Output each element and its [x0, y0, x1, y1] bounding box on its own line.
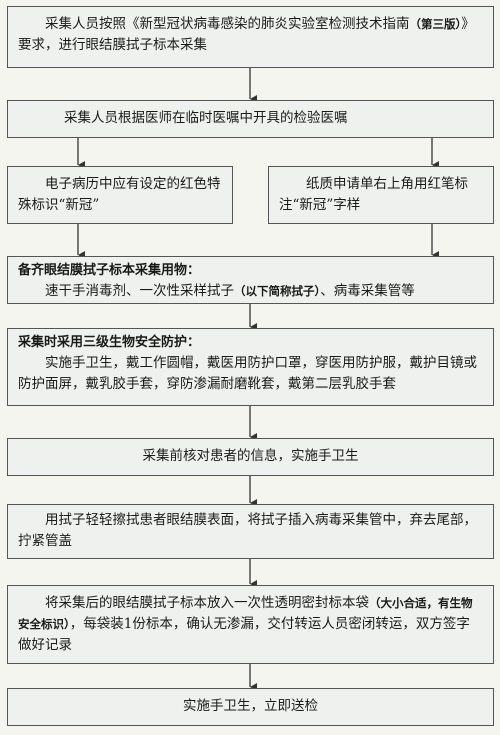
- step-5-box: 采集时采用三级生物安全防护： 实施手卫生，戴工作圆帽，戴医用防护口罩，穿医用防护…: [7, 328, 494, 406]
- step-7-text: 用拭子轻轻擦拭患者眼结膜表面，将拭子插入病毒采集管中，弃去尾部，拧紧管盖: [18, 512, 477, 549]
- step-6-text: 采集前核对患者的信息，实施手卫生: [142, 448, 359, 464]
- step-4-text-c: 、病毒采集管等: [320, 283, 415, 299]
- step-5-text: 实施手卫生，戴工作圆帽，戴医用防护口罩，穿医用防护服，戴护目镜或防护面屏，戴乳胶…: [18, 355, 477, 392]
- step-3-left-text: 电子病历中应有设定的红色特殊标识“新冠”: [18, 176, 221, 213]
- step-2-box: 采集人员根据医师在临时医嘱中开具的检验医嘱: [7, 100, 494, 138]
- step-3-left-box: 电子病历中应有设定的红色特殊标识“新冠”: [7, 166, 233, 224]
- step-2-text: 采集人员根据医师在临时医嘱中开具的检验医嘱: [64, 110, 348, 126]
- step-1-text-c: 》要求，进行眼结膜拭子标本采集: [18, 16, 475, 53]
- step-8-text-c: ，每袋装1份标本，确认无渗漏，交付转运人员密闭转运，双方签字做好记录: [18, 616, 470, 653]
- step-4-box: 备齐眼结膜拭子标本采集用物： 速干手消毒剂、一次性采样拭子（以下简称拭子）、病毒…: [7, 256, 494, 304]
- step-8-text-b: （大小合适，有生物安全标识）: [18, 596, 473, 631]
- step-3-right-box: 纸质申请单右上角用红笔标注“新冠”字样: [268, 166, 494, 224]
- step-6-box: 采集前核对患者的信息，实施手卫生: [7, 438, 494, 476]
- step-3-right-text: 纸质申请单右上角用红笔标注“新冠”字样: [279, 176, 468, 213]
- step-8-text-a: 将采集后的眼结膜拭子标本放入一次性透明密封标本袋: [45, 595, 369, 611]
- step-9-box: 实施手卫生，立即送检: [7, 688, 494, 726]
- step-4-text-b: （以下简称拭子）: [234, 284, 321, 298]
- step-7-box: 用拭子轻轻擦拭患者眼结膜表面，将拭子插入病毒采集管中，弃去尾部，拧紧管盖: [7, 504, 494, 559]
- step-1-text-a: 采集人员按照《新型冠状病毒感染的肺炎实验室检测技术指南: [45, 16, 410, 32]
- step-8-box: 将采集后的眼结膜拭子标本放入一次性透明密封标本袋（大小合适，有生物安全标识），每…: [7, 585, 494, 664]
- step-4-text-a: 速干手消毒剂、一次性采样拭子: [45, 283, 234, 299]
- step-4-heading: 备齐眼结膜拭子标本采集用物：: [18, 263, 201, 278]
- step-9-text: 实施手卫生，立即送检: [183, 698, 318, 714]
- step-1-box: 采集人员按照《新型冠状病毒感染的肺炎实验室检测技术指南（第三版）》要求，进行眼结…: [7, 6, 494, 68]
- step-1-edition: （第三版）: [409, 17, 462, 31]
- step-5-heading: 采集时采用三级生物安全防护：: [18, 335, 201, 350]
